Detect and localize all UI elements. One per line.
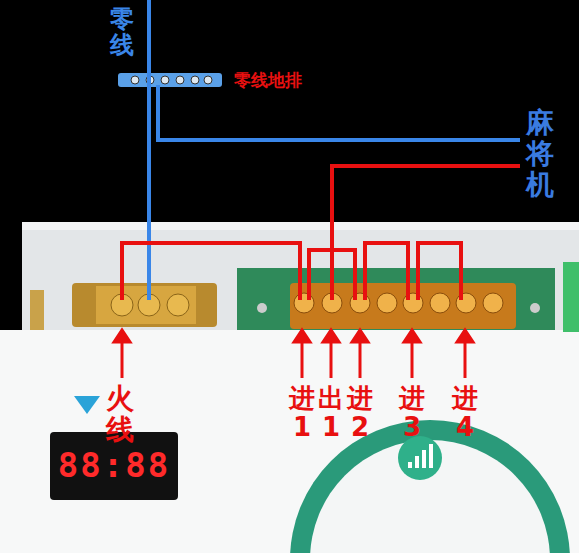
terminal-block xyxy=(72,283,217,327)
ground-bar xyxy=(118,73,222,87)
side-connector xyxy=(563,262,579,332)
terminals xyxy=(294,293,503,313)
logo-mark xyxy=(74,396,100,414)
neutral-terminal-block xyxy=(72,283,217,327)
neutral-wires xyxy=(149,0,520,300)
terminal-label: 进3 xyxy=(399,384,425,441)
board-screw xyxy=(257,303,267,313)
pointer-arrows xyxy=(114,330,473,378)
neutral-to-table xyxy=(158,85,520,140)
jumper xyxy=(365,243,408,300)
badge-face xyxy=(310,440,550,553)
terminal-label: 进2 xyxy=(347,384,373,441)
antenna-post xyxy=(30,290,44,330)
live-wires xyxy=(122,166,520,300)
neutral-bar xyxy=(118,73,222,87)
neutral-wire xyxy=(147,0,151,300)
board-screw xyxy=(530,303,540,313)
housing-edge xyxy=(22,222,579,230)
terminal-label: 进4 xyxy=(452,384,478,441)
terminal-strip xyxy=(290,283,516,329)
output-wire xyxy=(332,166,520,300)
terminal xyxy=(167,294,189,316)
live-wire xyxy=(122,243,300,300)
signal-icon xyxy=(398,436,442,480)
logo xyxy=(74,396,100,414)
wire-label: 火线 xyxy=(106,384,134,446)
terminal-cover xyxy=(96,286,196,324)
jumper xyxy=(418,243,461,300)
wire-label: 零线 xyxy=(110,6,134,59)
input-terminal-strip xyxy=(290,283,516,329)
display-readout: 88:88 xyxy=(58,445,170,485)
part-label: 零线地排 xyxy=(234,69,302,92)
terminal-label: 进1 xyxy=(289,384,315,441)
load-label: 麻将机 xyxy=(526,108,554,200)
circuit-board xyxy=(237,268,555,330)
terminal-label: 出1 xyxy=(318,384,344,441)
